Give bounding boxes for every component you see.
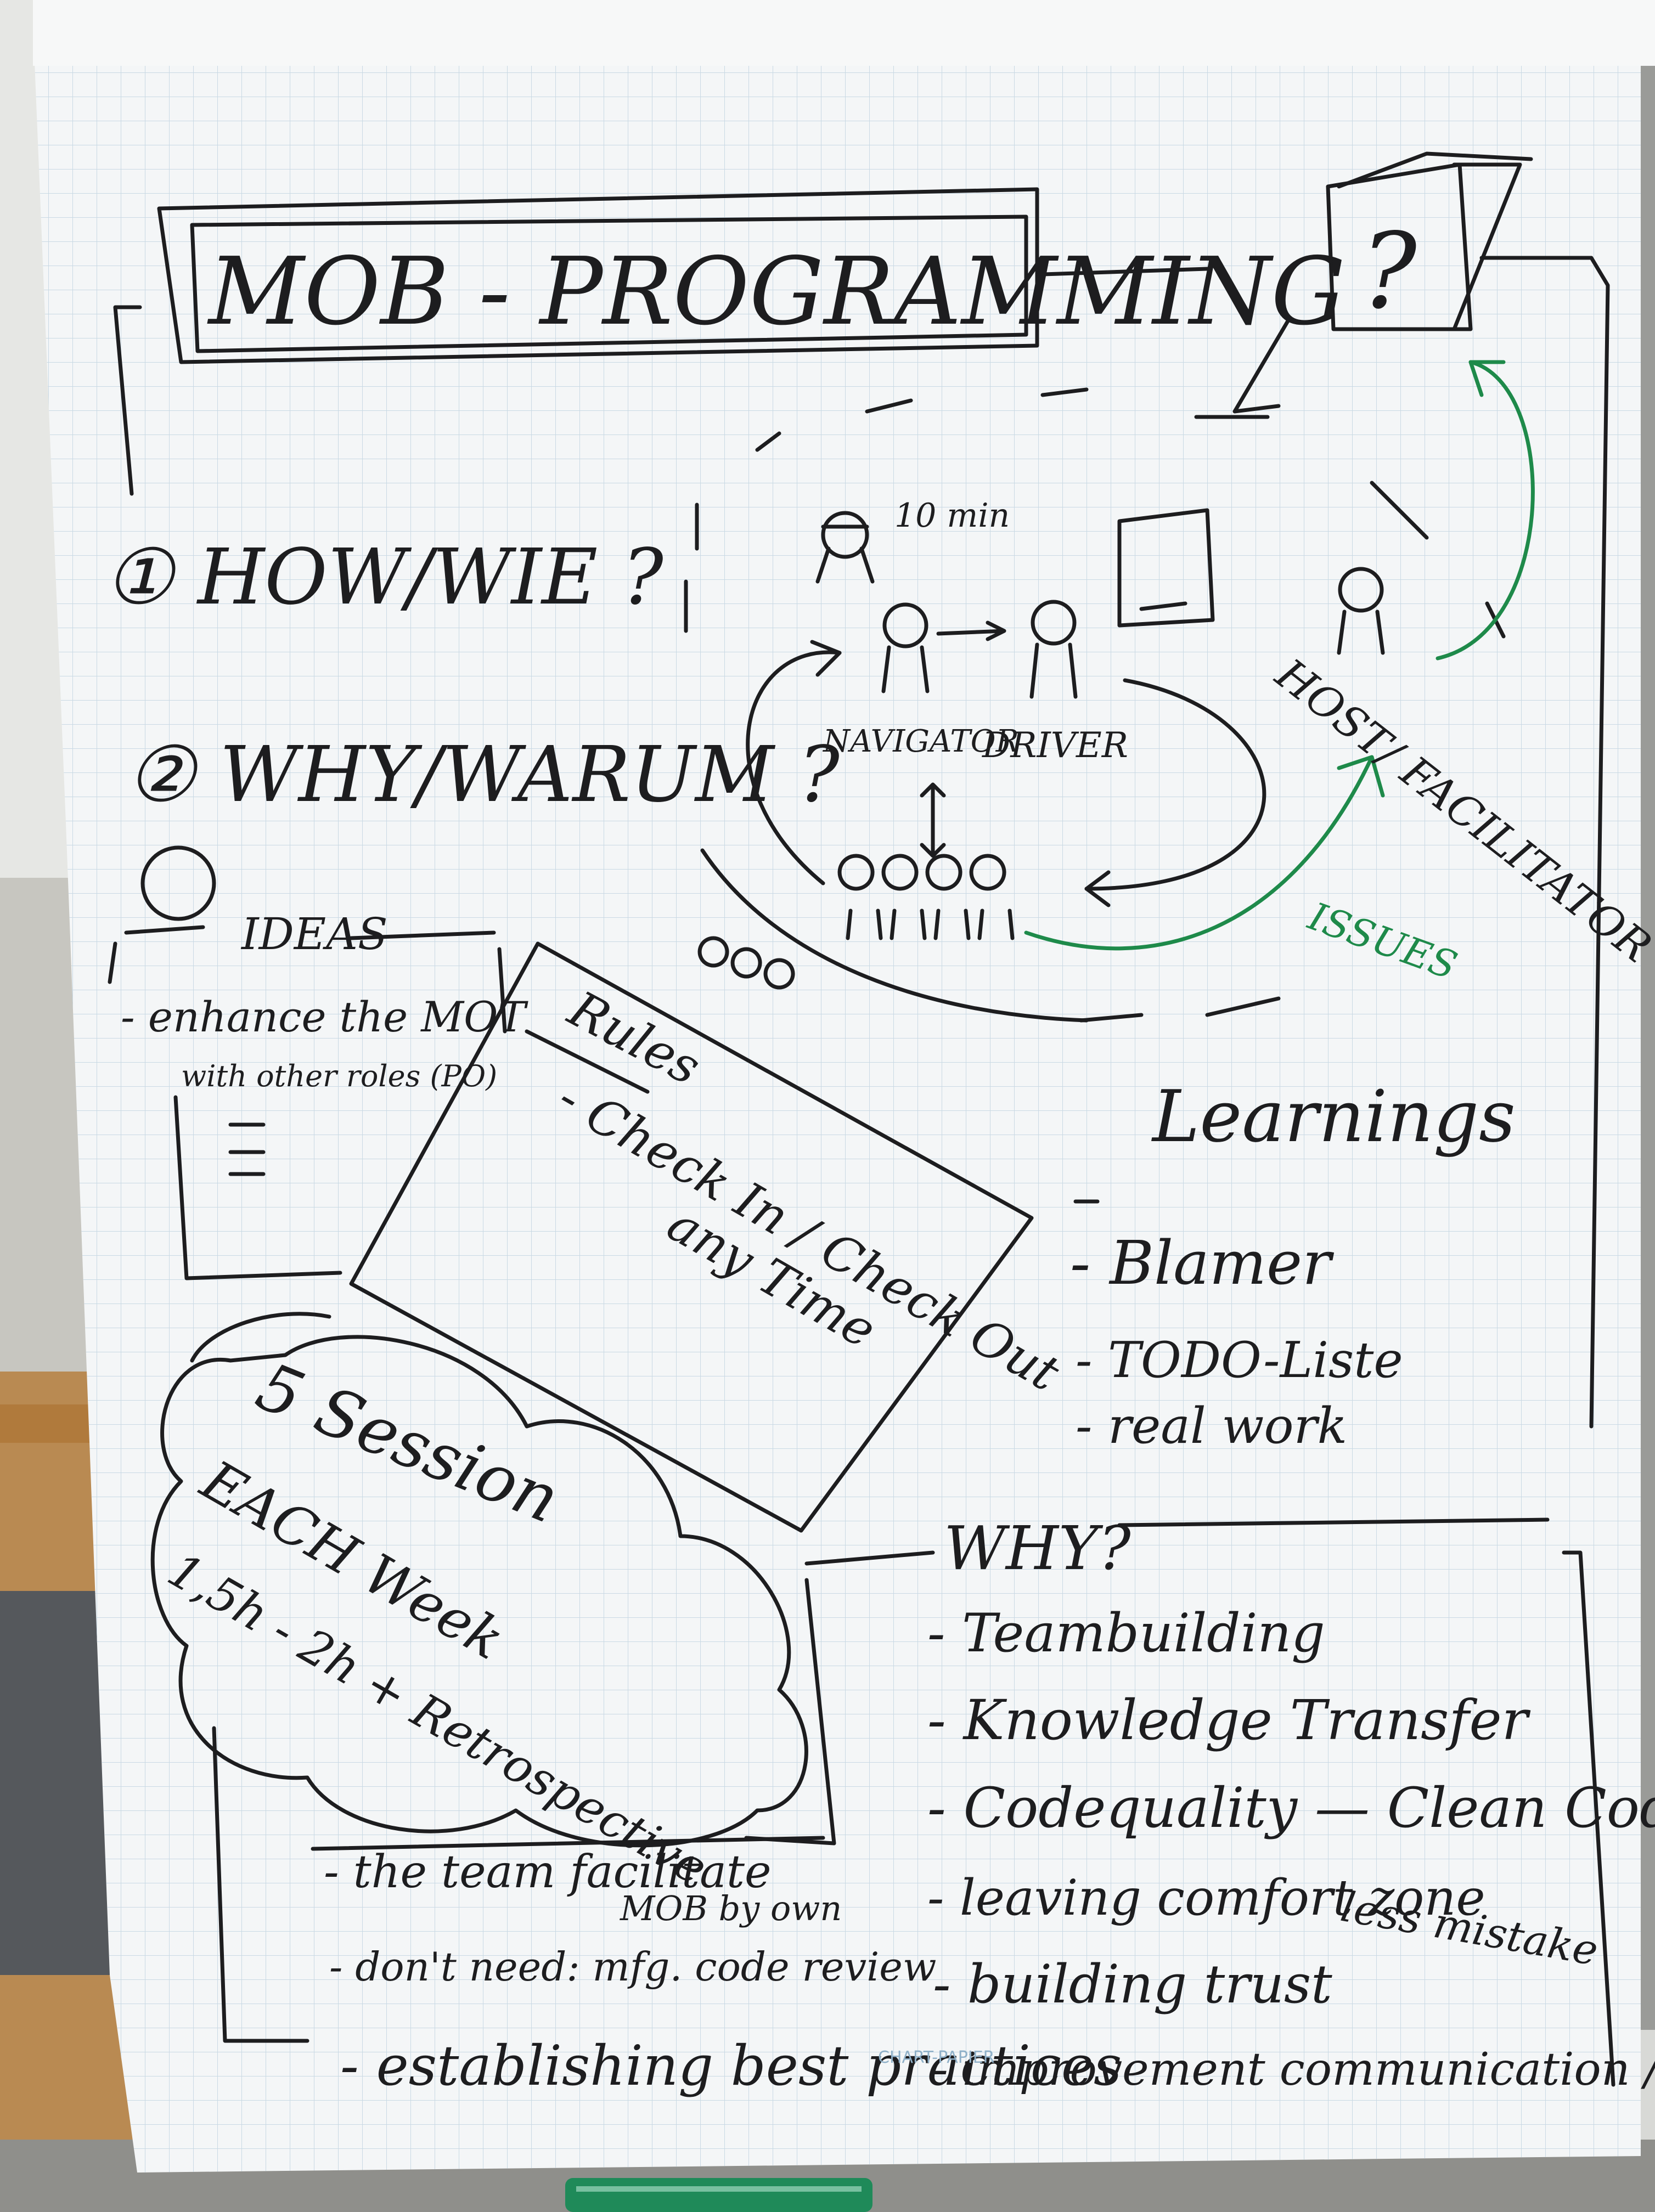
paper-imprint: CHART-PAPIER [878, 2048, 995, 2067]
title-frame [113, 187, 1209, 496]
why-item-2: - Knowledge Transfer [927, 1688, 1531, 1752]
question-how: ① HOW/WIE ? [104, 533, 664, 622]
learnings-item-2: - TODO-Liste [1076, 1331, 1403, 1389]
why-item-1: - Teambuilding [927, 1602, 1325, 1664]
marker-pen [565, 2178, 872, 2212]
why-item-3: - Codequality — Clean Code [927, 1776, 1655, 1840]
question-mark: ? [1361, 211, 1417, 332]
learnings-item-1: - Blamer [1070, 1228, 1335, 1298]
why-item-7: - improvement communication / collab. [933, 2044, 1655, 2096]
page-title: MOB - PROGRAMMING [207, 238, 1346, 346]
navigator-label: NAVIGATOR [822, 724, 1019, 759]
flipchart-paper [33, 0, 1655, 2172]
question-why: ② WHY/WARUM ? [126, 730, 840, 820]
bottom-item-2: MOB by own [620, 1888, 842, 1928]
ideas-item-2: with other roles (PO) [181, 1059, 497, 1093]
learnings-heading: Learnings [1151, 1075, 1516, 1158]
session-cloud [150, 1312, 808, 1848]
rules-frame [349, 941, 1034, 1533]
ideas-heading: IDEAS [240, 909, 388, 960]
learnings-item-3: - real work [1076, 1397, 1347, 1455]
bottom-item-3: - don't need: mfg. code review [329, 1944, 936, 1990]
bottom-item-4: - establishing best practices [340, 2034, 1122, 2098]
why-heading: WHY? [944, 1513, 1132, 1583]
bottom-item-1: - the team facilitate [324, 1846, 771, 1898]
why-item-5: - leaving comfort zone [927, 1869, 1485, 1927]
question-frame [1194, 151, 1610, 1429]
ideas-item-1: - enhance the MOT [121, 992, 528, 1041]
ideas-frame [108, 845, 507, 1280]
mob-diagram [684, 360, 1535, 1023]
timer-label: 10 min [894, 496, 1010, 535]
driver-label: DRIVER [982, 725, 1128, 766]
why-frame [212, 1517, 1615, 2087]
why-item-6: - building trust [933, 1954, 1332, 2015]
